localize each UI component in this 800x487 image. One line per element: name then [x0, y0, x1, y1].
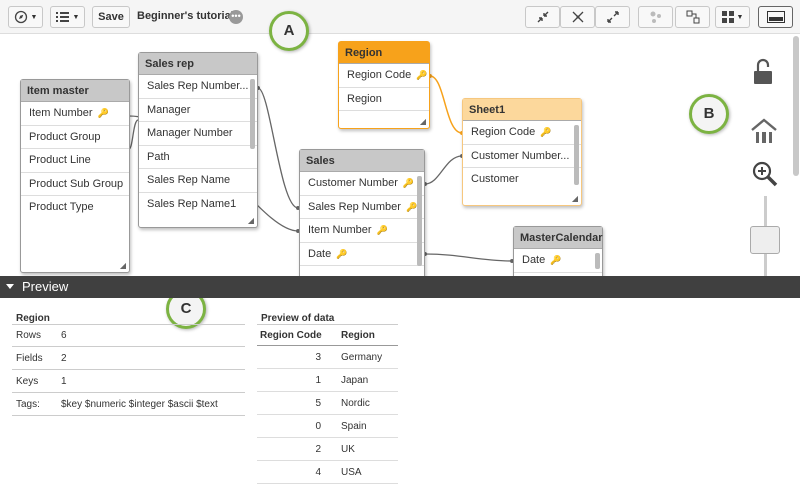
table-scrollbar[interactable] [574, 125, 579, 185]
field-item-number[interactable]: Item Number🔑 [300, 219, 424, 243]
table-scrollbar[interactable] [250, 79, 255, 149]
key-icon: 🔑 [402, 178, 415, 188]
grid-icon [721, 11, 734, 23]
compass-icon [14, 10, 27, 24]
key-icon: 🔑 [336, 248, 348, 259]
table-title: Region [339, 42, 429, 64]
zoom-in-icon[interactable] [751, 160, 779, 188]
field-product-line[interactable]: Product Line [21, 149, 129, 173]
zoom-slider-handle[interactable] [750, 226, 780, 254]
grid-view-button[interactable]: ▼ [715, 6, 750, 28]
field-sales-rep-number[interactable]: Sales Rep Number... [139, 75, 257, 99]
field-customer-number[interactable]: Customer Number... [463, 145, 581, 168]
field-region-code[interactable]: Region Code🔑 [463, 121, 581, 145]
table-info-title: Region [16, 313, 50, 324]
table-title: MasterCalendar [514, 227, 603, 249]
preview-panel-icon [766, 11, 785, 23]
collapse-triangle-icon[interactable] [6, 284, 14, 289]
chevron-down-icon: ▼ [736, 13, 744, 21]
key-icon: 🔑 [376, 225, 388, 235]
table-scrollbar[interactable] [417, 176, 422, 266]
table-sales-rep[interactable]: Sales rep Sales Rep Number... Manager Ma… [138, 52, 258, 228]
table-master-calendar[interactable]: MasterCalendar Date🔑 [513, 226, 603, 276]
layout-button[interactable] [560, 6, 595, 28]
table-title: Item master [21, 80, 129, 102]
key-icon: 🔑 [550, 255, 562, 265]
expand-icon [606, 11, 619, 23]
field-product-type[interactable]: Product Type [29, 201, 94, 213]
associations-icon [686, 10, 699, 24]
canvas-scrollbar[interactable] [793, 36, 799, 176]
app-title: Beginner's tutorial [137, 10, 234, 22]
chevron-down-icon: ▼ [30, 13, 38, 21]
navigation-button[interactable]: ▼ [8, 6, 43, 28]
field-date[interactable]: Date🔑 [300, 243, 424, 266]
resize-handle[interactable]: ◢ [119, 261, 126, 270]
layout-icon [572, 11, 583, 23]
field-sales-rep-number[interactable]: Sales Rep Number🔑 [300, 196, 424, 219]
table-item-master[interactable]: Item master Item Number🔑 Product Group P… [20, 79, 130, 273]
field-date[interactable]: Date🔑 [514, 249, 602, 273]
more-options-button[interactable]: ••• [229, 10, 243, 24]
field-sales-rep-name1[interactable]: Sales Rep Name1 [147, 197, 237, 210]
field-sales-rep-name[interactable]: Sales Rep Name [139, 169, 257, 193]
expand-button[interactable] [595, 6, 630, 28]
data-model-canvas[interactable]: Item master Item Number🔑 Product Group P… [0, 34, 800, 276]
collapse-button[interactable] [525, 6, 560, 28]
table-title: Sales rep [139, 53, 257, 75]
table-title: Sales [300, 150, 424, 172]
field-manager-number[interactable]: Manager Number [139, 122, 257, 146]
field-product-group[interactable]: Product Group [21, 126, 129, 149]
home-icon[interactable] [751, 118, 777, 144]
table-sheet1[interactable]: Sheet1 Region Code🔑 Customer Number... C… [462, 98, 582, 206]
callout-a: A [269, 11, 309, 51]
table-sales[interactable]: Sales Customer Number🔑 Sales Rep Number🔑… [299, 149, 425, 276]
key-icon: 🔑 [97, 108, 109, 118]
list-menu-button[interactable]: ▼ [50, 6, 85, 28]
key-icon: 🔑 [540, 127, 552, 137]
bubbles-button[interactable] [638, 6, 673, 28]
field-region[interactable]: Region [339, 88, 429, 111]
resize-handle[interactable]: ◢ [571, 194, 578, 203]
unlock-icon[interactable] [752, 58, 774, 86]
list-icon [55, 12, 69, 22]
chevron-down-icon: ▼ [72, 13, 80, 21]
field-product-sub-group[interactable]: Product Sub Group [21, 173, 129, 196]
toolbar: ▼ ▼ Save Beginner's tutorial ••• ▼ [0, 0, 800, 34]
associations-button[interactable] [675, 6, 710, 28]
collapse-icon [537, 11, 548, 23]
resize-handle[interactable]: ◢ [247, 216, 254, 225]
field-item-number[interactable]: Item Number🔑 [21, 102, 129, 126]
info-row: Tags:$key $numeric $integer $ascii $text [12, 393, 245, 416]
field-manager[interactable]: Manager [139, 99, 257, 122]
resize-handle[interactable]: ◢ [419, 117, 426, 126]
field-customer-number[interactable]: Customer Number🔑 [300, 172, 424, 196]
table-scrollbar[interactable] [595, 253, 600, 269]
field-region-code[interactable]: Region Code🔑 [339, 64, 429, 88]
bubbles-icon [650, 11, 661, 23]
key-icon: 🔑 [405, 201, 418, 212]
field-path[interactable]: Path [139, 146, 257, 169]
callout-b: B [689, 94, 729, 134]
preview-data-title: Preview of data [261, 313, 335, 324]
preview-toggle-button[interactable] [758, 6, 793, 28]
save-button[interactable]: Save [92, 6, 130, 28]
table-title: Sheet1 [463, 99, 581, 121]
table-region[interactable]: Region Region Code🔑 Region ◢ [338, 41, 430, 129]
preview-panel-header[interactable]: Preview [0, 276, 800, 298]
key-icon: 🔑 [416, 70, 428, 80]
field-customer[interactable]: Customer [471, 173, 519, 185]
